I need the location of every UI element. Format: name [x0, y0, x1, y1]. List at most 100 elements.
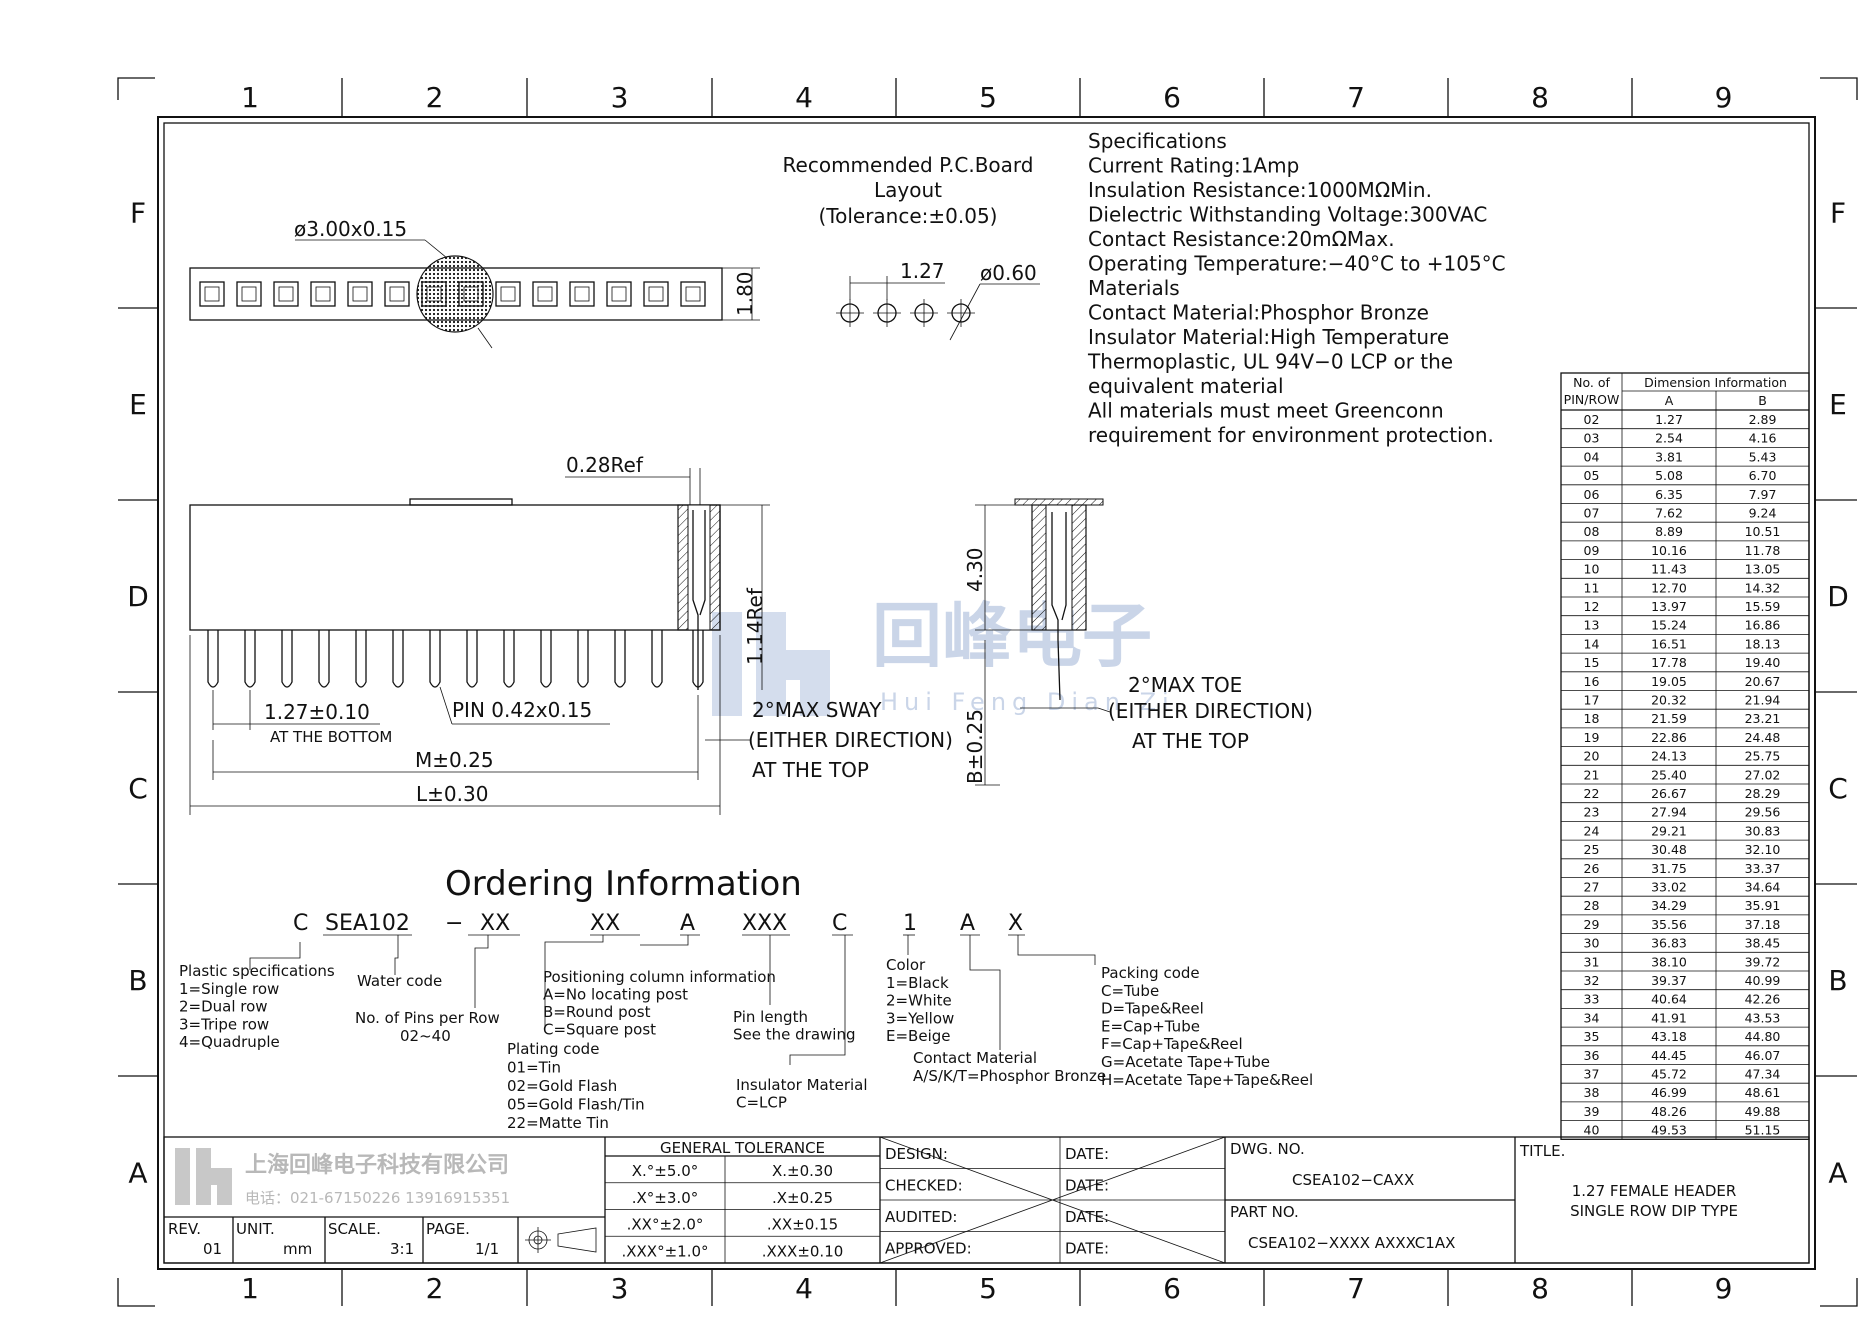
- front-pin: [281, 630, 293, 688]
- color-code: Color: [886, 956, 926, 974]
- code-part: SEA102: [325, 911, 410, 936]
- table-cell-a: 15.24: [1651, 618, 1687, 633]
- front-pin: PIN 0.42x0.15: [452, 698, 592, 722]
- dwg-number: CSEA102−CAXX: [1292, 1171, 1414, 1189]
- plating-code: 05=Gold Flash/Tin: [507, 1096, 645, 1114]
- grid-col-bottom: 1: [241, 1272, 259, 1305]
- pcb-title-3: (Tolerance:±0.05): [818, 204, 997, 228]
- sway-line-3: AT THE TOP: [752, 758, 869, 782]
- marker-dimension: ø3.00x0.15: [294, 217, 407, 241]
- part-number: CSEA102−XXXX AXXXC1AX: [1248, 1234, 1455, 1252]
- table-cell-a: 38.10: [1651, 954, 1687, 969]
- outer-frame-corners: [117, 77, 1858, 1307]
- table-cell-b: 24.48: [1745, 730, 1781, 745]
- grid-row-left: B: [128, 964, 147, 997]
- table-cell-pins: 11: [1584, 580, 1600, 595]
- pcb-title-2: Layout: [874, 178, 942, 202]
- positioning-info: Positioning column information: [543, 968, 776, 986]
- table-cell-pins: 13: [1584, 618, 1600, 633]
- table-cell-pins: 33: [1584, 992, 1600, 1007]
- top-pin-cell: [643, 281, 669, 307]
- toe-line-2: (EITHER DIRECTION): [1108, 699, 1313, 723]
- table-cell-b: 10.51: [1745, 524, 1781, 539]
- toe-line-3: AT THE TOP: [1132, 729, 1249, 753]
- table-cell-pins: 37: [1584, 1067, 1600, 1082]
- pcb-layout: Recommended P.C.Board Layout (Tolerance:…: [783, 153, 1040, 341]
- table-cell-a: 36.83: [1651, 936, 1687, 951]
- front-height-ref: 1.14Ref: [743, 587, 767, 665]
- plating-code: 22=Matte Tin: [507, 1114, 609, 1132]
- grid-col-top: 8: [1531, 81, 1549, 114]
- table-cell-b: 44.80: [1745, 1029, 1781, 1044]
- code-part: A: [960, 911, 975, 936]
- tolerance-title: GENERAL TOLERANCE: [660, 1139, 825, 1157]
- table-cell-b: 4.16: [1749, 431, 1777, 446]
- top-height-dimension: 1.80: [733, 271, 757, 316]
- positioning-info: B=Round post: [543, 1003, 651, 1021]
- table-cell-a: 6.35: [1655, 487, 1683, 502]
- table-cell-b: 27.02: [1745, 767, 1781, 782]
- top-pin-cell: [680, 281, 706, 307]
- signoff-role: AUDITED:: [885, 1208, 957, 1226]
- grid-col-top: 4: [795, 81, 813, 114]
- signoff-date: DATE:: [1065, 1240, 1109, 1258]
- table-cell-a: 46.99: [1651, 1085, 1687, 1100]
- grid-row-left: F: [130, 197, 146, 230]
- table-cell-pins: 23: [1584, 805, 1600, 820]
- sway-line-2: (EITHER DIRECTION): [748, 728, 953, 752]
- pin-length: Pin length: [733, 1008, 808, 1026]
- table-cell-a: 40.64: [1651, 992, 1687, 1007]
- plastic-spec: Plastic specifications: [179, 962, 335, 980]
- table-cell-pins: 22: [1584, 786, 1600, 801]
- tolerance-angle: .X°±3.0°: [632, 1189, 698, 1207]
- grid-row-right: A: [1828, 1157, 1847, 1190]
- table-cell-a: 41.91: [1651, 1010, 1687, 1025]
- table-cell-a: 39.37: [1651, 973, 1687, 988]
- table-cell-a: 5.08: [1655, 468, 1683, 483]
- signoff-date: DATE:: [1065, 1145, 1109, 1163]
- watermark-logo: [712, 612, 830, 716]
- signoff-role: APPROVED:: [885, 1240, 972, 1258]
- table-cell-b: 48.61: [1745, 1085, 1781, 1100]
- table-cell-a: 48.26: [1651, 1104, 1687, 1119]
- code-part: −: [445, 911, 463, 936]
- company-name: 上海回峰电子科技有限公司: [245, 1152, 509, 1178]
- table-cell-pins: 36: [1584, 1048, 1600, 1063]
- water-code: Water code: [357, 972, 442, 990]
- side-b-dim: B±0.25: [963, 709, 987, 784]
- front-pin: [244, 630, 256, 688]
- table-cell-pins: 38: [1584, 1085, 1600, 1100]
- table-cell-a: 25.40: [1651, 767, 1687, 782]
- code-part: XX: [480, 911, 510, 936]
- table-cell-pins: 27: [1584, 880, 1600, 895]
- page-label: PAGE.: [426, 1220, 470, 1238]
- ordering-leaders: [249, 935, 1096, 1065]
- front-l-dim: L±0.30: [416, 782, 488, 806]
- title-line-1: 1.27 FEMALE HEADER: [1572, 1182, 1737, 1200]
- top-pin-cell: [495, 281, 521, 307]
- table-cell-b: 30.83: [1745, 823, 1781, 838]
- table-cell-b: 43.53: [1745, 1010, 1781, 1025]
- packing-code: D=Tape&Reel: [1101, 1000, 1204, 1018]
- table-cell-pins: 28: [1584, 898, 1600, 913]
- table-cell-b: 28.29: [1745, 786, 1781, 801]
- grid-row-left: E: [129, 388, 147, 421]
- tolerance-linear: .XXX±0.10: [762, 1242, 844, 1260]
- table-cell-b: 9.24: [1749, 506, 1777, 521]
- tolerance-linear: .XX±0.15: [767, 1216, 838, 1234]
- spec-line: Materials: [1088, 276, 1180, 300]
- projection-symbol-icon: [525, 1227, 597, 1253]
- tolerance-angle: .XX°±2.0°: [627, 1216, 704, 1234]
- grid-col-top: 5: [979, 81, 997, 114]
- spec-line: Specifications: [1088, 129, 1227, 153]
- table-cell-a: 44.45: [1651, 1048, 1687, 1063]
- ordering-title: Ordering Information: [445, 864, 802, 904]
- title-line-2: SINGLE ROW DIP TYPE: [1570, 1202, 1738, 1220]
- tolerance-linear: .X±0.25: [772, 1189, 833, 1207]
- table-cell-b: 23.21: [1745, 711, 1781, 726]
- title-block: 上海回峰电子科技有限公司 电话：021-67150226 13916915351…: [163, 1136, 1810, 1264]
- top-pin-cell: [384, 281, 410, 307]
- table-cell-a: 2.54: [1655, 431, 1683, 446]
